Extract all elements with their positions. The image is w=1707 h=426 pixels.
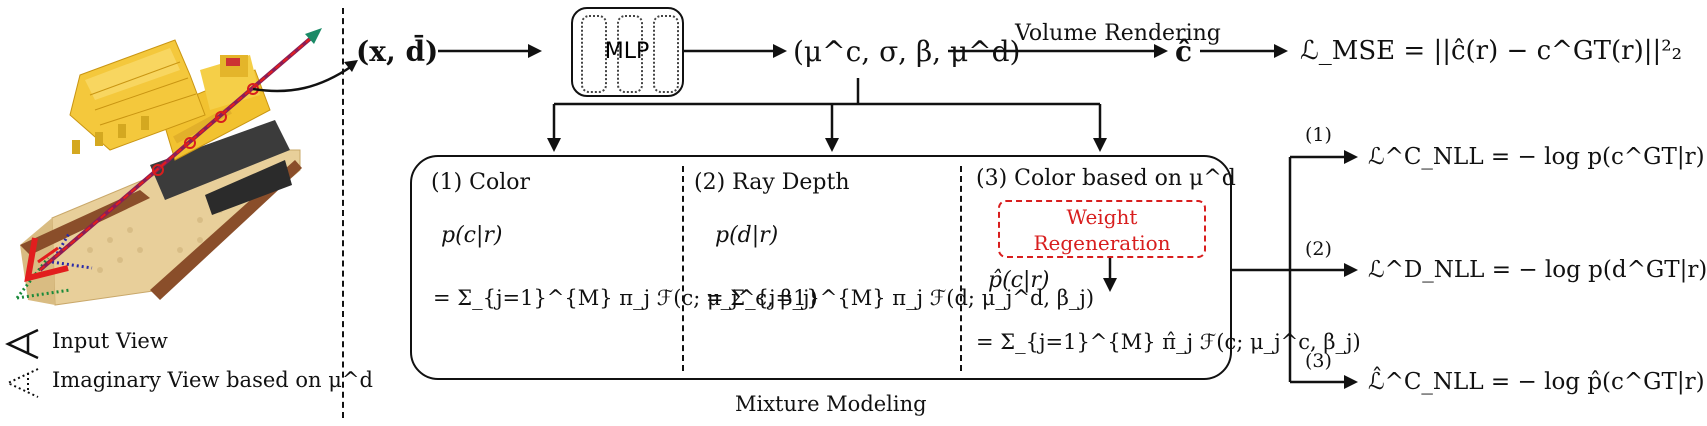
loss-tag-1: (1) (1305, 124, 1332, 146)
mse-loss: ℒ_MSE = ||ĉ(r) − c^GT(r)||²₂ (1300, 36, 1683, 66)
legend-input-view: Input View (52, 329, 168, 353)
mlp-layer-3 (653, 15, 679, 93)
depth-section-title: (2) Ray Depth (694, 170, 850, 195)
weight-regeneration-line1: Weight (1066, 205, 1138, 229)
bulldozer-scene-illustration (5, 28, 358, 398)
loss-tag-3: (3) (1305, 350, 1332, 372)
weight-regeneration-line2: Regeneration (1033, 231, 1171, 255)
depth-mixture-sum: = Σ_{j=1}^{M} π_j ℱ(d; μ_j^d, β_j) (706, 286, 1095, 310)
color-d-section-title: (3) Color based on μ^d (976, 166, 1236, 191)
rendered-color: ĉ (1175, 35, 1193, 68)
mlp-layer-2 (617, 15, 643, 93)
color-mixture-sum: = Σ_{j=1}^{M} π_j ℱ(c; μ_j^c, β_j) (433, 286, 818, 310)
input-tuple: (x, d̄) (356, 35, 439, 68)
color-d-mixture-sum: = Σ_{j=1}^{M} π̂_j ℱ(c; μ_j^c, β_j) (976, 330, 1361, 354)
loss-nll-depth: ℒ^D_NLL = − log p(d^GT|r) (1368, 257, 1707, 283)
depth-probability: p(d|r) (715, 223, 779, 248)
figure: Input View Imaginary View based on μ^d (… (5, 7, 1707, 418)
mixture-divider-1 (682, 166, 684, 371)
loss-nll-color-d: ℒ̂^C_NLL = − log p̂(c^GT|r) (1368, 369, 1705, 395)
mlp-block: MLP (571, 7, 684, 97)
mlp-layer-1 (581, 15, 607, 93)
color-d-probability: p̂(c|r) (988, 268, 1050, 293)
imaginary-view-icon (5, 368, 39, 398)
legend-imaginary-view: Imaginary View based on μ^d (52, 368, 373, 392)
color-probability: p(c|r) (441, 223, 503, 248)
mlp-label: MLP (604, 39, 650, 64)
color-section-title: (1) Color (431, 170, 531, 195)
mixture-modeling-box (410, 155, 1232, 380)
mlp-outputs: (μ^c, σ, β, μ^d) (793, 35, 1021, 68)
loss-nll-color: ℒ^C_NLL = − log p(c^GT|r) (1368, 144, 1705, 170)
input-view-icon (5, 328, 39, 360)
loss-tag-2: (2) (1305, 238, 1332, 260)
pipeline-connectors (438, 44, 1358, 389)
volume-rendering-label: Volume Rendering (1015, 21, 1221, 46)
weight-regeneration-box: Weight Regeneration (998, 200, 1206, 258)
mixture-modeling-caption: Mixture Modeling (735, 392, 927, 416)
scene-divider (342, 8, 344, 418)
mixture-divider-2 (960, 166, 962, 371)
